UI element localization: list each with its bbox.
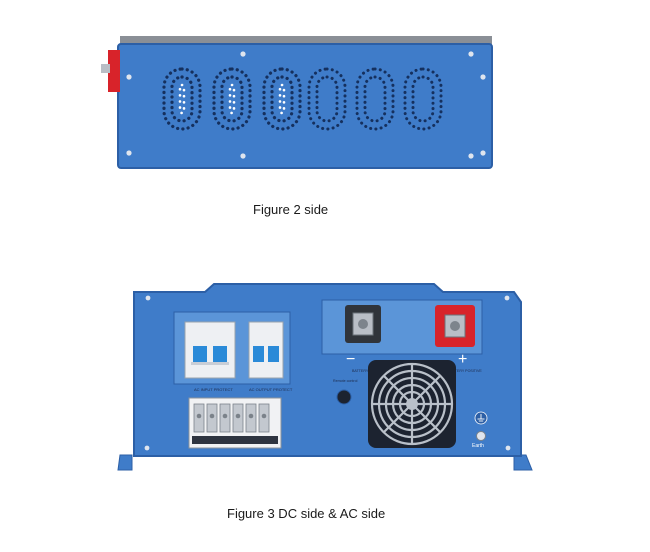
screw — [468, 153, 474, 159]
screw — [240, 51, 246, 57]
ac-input-protect-label: AC INPUT PROTECT — [194, 387, 233, 392]
minus-sign: − — [346, 351, 355, 368]
screw — [480, 150, 486, 156]
earth-terminal[interactable] — [476, 431, 486, 441]
screw — [126, 150, 132, 156]
left-foot — [117, 454, 133, 471]
right-foot — [513, 454, 533, 471]
battery-positive-terminal[interactable] — [435, 305, 475, 347]
screw — [126, 74, 132, 80]
figure-2-caption: Figure 2 side — [253, 202, 329, 217]
ground-icon — [474, 411, 488, 425]
ac-output-breaker[interactable] — [248, 321, 284, 379]
vent-holes-icon — [162, 67, 443, 131]
screw — [505, 445, 511, 451]
screw — [144, 445, 150, 451]
ac-terminal-block[interactable] — [188, 397, 282, 449]
remote-control-port[interactable] — [336, 389, 352, 405]
battery-negative-terminal[interactable] — [345, 305, 381, 343]
side-red-terminal — [108, 50, 120, 92]
fan-grille-icon — [368, 360, 456, 448]
side-panel — [117, 43, 493, 169]
remote-control-label: Remote control — [333, 379, 358, 383]
figure-3-caption: Figure 3 DC side & AC side — [227, 506, 386, 521]
earth-label: Earth — [472, 443, 484, 449]
screw — [468, 51, 474, 57]
plus-sign: + — [458, 351, 467, 368]
side-terminal-bolt — [101, 64, 110, 73]
screw — [480, 74, 486, 80]
ac-input-breaker[interactable] — [184, 321, 236, 379]
side-top-lip — [120, 36, 492, 46]
ac-output-protect-label: AC OUTPUT PROTECT — [249, 387, 293, 392]
screw — [504, 295, 510, 301]
screw — [240, 153, 246, 159]
screw — [145, 295, 151, 301]
battery-positive-label: BATTERY POSITIVE — [448, 369, 482, 373]
